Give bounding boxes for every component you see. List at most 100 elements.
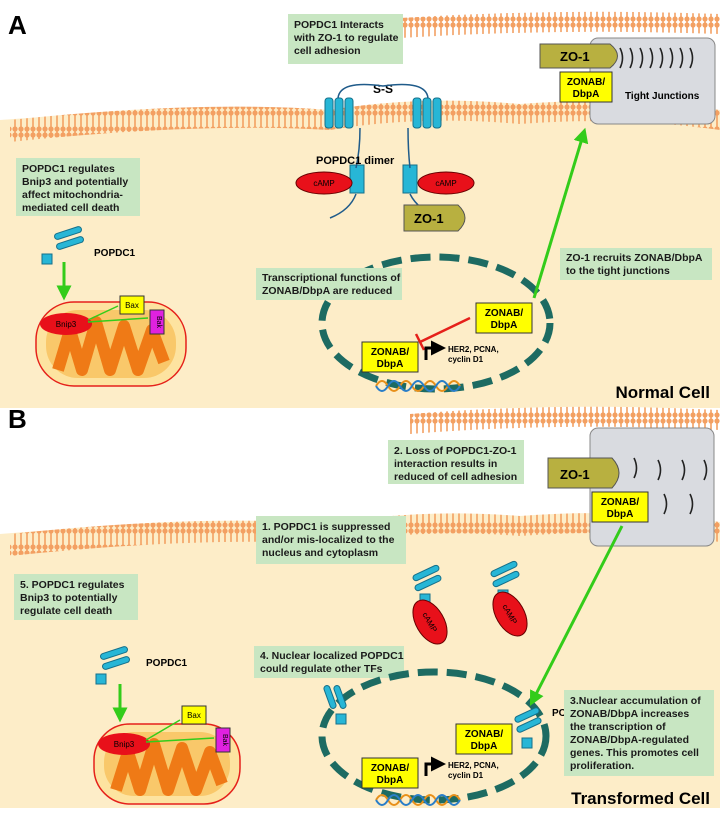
note-accumulation-l6: proliferation. xyxy=(570,760,634,772)
popdc1-dimer-label: POPDC1 dimer xyxy=(316,155,395,167)
zo1-b xyxy=(547,457,620,489)
bnip3-a xyxy=(40,313,92,335)
zo1-a-bottom xyxy=(403,204,466,232)
cytoplasmic-popdc1-left: cAMP xyxy=(412,564,448,645)
note-bnip3-a-l4: mediated cell death xyxy=(22,202,119,214)
note-accumulation-l5: genes. This promotes cell xyxy=(570,747,699,759)
bnip3-b xyxy=(98,733,150,755)
zonab-a-mid xyxy=(475,302,533,334)
zonab-b-dna xyxy=(361,757,419,789)
panel-b-letter: B xyxy=(8,404,27,434)
panel-a-letter: A xyxy=(8,10,27,40)
disulfide-label: S-S xyxy=(373,82,393,96)
note-bnip3-a-l3: affect mitochondria- xyxy=(22,189,123,201)
bax-a-label: Bax xyxy=(125,301,139,310)
zonab-b-top-l2: DbpA xyxy=(607,509,634,520)
note-suppressed-l3: nucleus and cytoplasm xyxy=(262,547,378,559)
note-suppressed-l1: 1. POPDC1 is suppressed xyxy=(262,521,390,533)
tight-junctions-label: Tight Junctions xyxy=(625,91,700,102)
popdc1-b-receptor xyxy=(95,646,130,685)
plasma-membrane-a xyxy=(10,100,720,142)
promoter-arrow-a xyxy=(424,340,446,360)
note-loss xyxy=(388,440,524,484)
zonab-b-mid xyxy=(455,723,513,755)
zonab-a-mid-l2: DbpA xyxy=(491,320,518,331)
upper-membrane-a xyxy=(400,11,720,38)
zo1-a-top xyxy=(539,43,618,69)
panel-b: B ZO-1 ZONAB/ DbpA 2. Loss of POPDC1-ZO-… xyxy=(0,404,720,808)
popdc1-dimer xyxy=(324,97,442,194)
note-accumulation-l4: ZONAB/DbpA-regulated xyxy=(570,734,689,746)
dimer-tails xyxy=(329,83,441,219)
arrow-recruit-a xyxy=(532,127,589,299)
nuclear-popdc1-left xyxy=(323,685,347,725)
bnip3-b-label: Bnip3 xyxy=(114,740,135,749)
note-bnip3-b-l2: Bnip3 to potentially xyxy=(20,592,118,604)
nuclear-popdc1-right xyxy=(514,707,542,749)
note-zo1-interact-l3: cell adhesion xyxy=(294,45,361,57)
bak-b-label: Bak xyxy=(221,734,228,747)
nucleus-a xyxy=(318,253,554,393)
bax-a xyxy=(119,295,145,315)
note-accumulation-l1: 3.Nuclear accumulation of xyxy=(570,695,701,707)
popdc1-a-receptor xyxy=(41,226,84,265)
note-zo1-interact-l1: POPDC1 Interacts xyxy=(294,19,384,31)
dna-a xyxy=(375,380,461,392)
note-bnip3-b-l1: 5. POPDC1 regulates xyxy=(20,579,125,591)
panel-b-footer: Transformed Cell xyxy=(571,789,710,808)
nucleus-b xyxy=(318,668,550,804)
camp-a-right-label: cAMP xyxy=(435,179,456,188)
note-bnip3-a-l2: Bnip3 and potentially xyxy=(22,176,128,188)
note-recruit xyxy=(560,248,712,280)
arrow-zonab-nuclear-b xyxy=(529,525,624,707)
note-loss-l3: reduced of cell adhesion xyxy=(394,471,517,483)
camp-a-left xyxy=(295,171,353,195)
promoter-arrow-b xyxy=(424,756,446,776)
genes-b-l1: HER2, PCNA, xyxy=(448,761,499,770)
note-suppressed xyxy=(256,516,406,564)
camp-a-left-label: cAMP xyxy=(313,179,334,188)
camp-a-right xyxy=(417,171,475,195)
panel-a: A ZO-1 ZONAB/ DbpA Tight Junctions POPDC… xyxy=(0,10,720,408)
note-bnip3-a-l1: POPDC1 regulates xyxy=(22,163,115,175)
bax-b-label: Bax xyxy=(187,711,201,720)
genes-b-l2: cyclin D1 xyxy=(448,771,484,780)
note-accumulation-l3: the transcription of xyxy=(570,721,666,733)
note-loss-l2: interaction results in xyxy=(394,458,497,470)
note-accumulation-l2: ZONAB/DbpA increases xyxy=(570,708,689,720)
note-recruit-l1: ZO-1 recruits ZONAB/DbpA xyxy=(566,252,703,264)
cytoplasmic-popdc1-right: cAMP xyxy=(490,560,528,637)
zonab-b-mid-l2: DbpA xyxy=(471,741,498,752)
zonab-a-dna xyxy=(361,341,419,373)
inhibit-bar-a xyxy=(414,333,426,351)
dna-b xyxy=(375,794,461,806)
upper-membrane-b xyxy=(410,406,720,434)
zonab-b-dna-l1: ZONAB/ xyxy=(371,763,410,774)
zo1-label-a-bottom: ZO-1 xyxy=(414,211,444,226)
note-transcription-l1: Transcriptional functions of xyxy=(262,272,401,284)
zonab-a-dna-l1: ZONAB/ xyxy=(371,347,410,358)
note-transcription xyxy=(256,268,402,300)
zonab-b-top xyxy=(591,491,649,523)
bax-b xyxy=(181,705,207,725)
zonab-b-dna-l2: DbpA xyxy=(377,775,404,786)
zonab-a-mid-l1: ZONAB/ xyxy=(485,308,524,319)
note-suppressed-l2: and/or mis-localized to the xyxy=(262,534,395,546)
note-bnip3-b-l3: regulate cell death xyxy=(20,605,112,617)
zonab-a-dna-l2: DbpA xyxy=(377,359,404,370)
mito-arrows-a xyxy=(87,305,149,323)
note-nuclear-popdc1-l2: could regulate other TFs xyxy=(260,663,383,675)
note-accumulation xyxy=(564,690,714,776)
zo1-label-a-top: ZO-1 xyxy=(560,49,590,64)
popdc1-a-label: POPDC1 xyxy=(94,248,136,259)
zonab-a-top-l1: ZONAB/ xyxy=(567,77,606,88)
zo1-b-label: ZO-1 xyxy=(560,467,590,482)
note-nuclear-popdc1 xyxy=(254,646,404,678)
zonab-b-top-l1: ZONAB/ xyxy=(601,497,640,508)
zonab-a-top-l2: DbpA xyxy=(573,89,600,100)
inhibit-line-a xyxy=(419,316,471,344)
genes-a-l1: HER2, PCNA, xyxy=(448,345,499,354)
zonab-a-top xyxy=(559,71,613,103)
